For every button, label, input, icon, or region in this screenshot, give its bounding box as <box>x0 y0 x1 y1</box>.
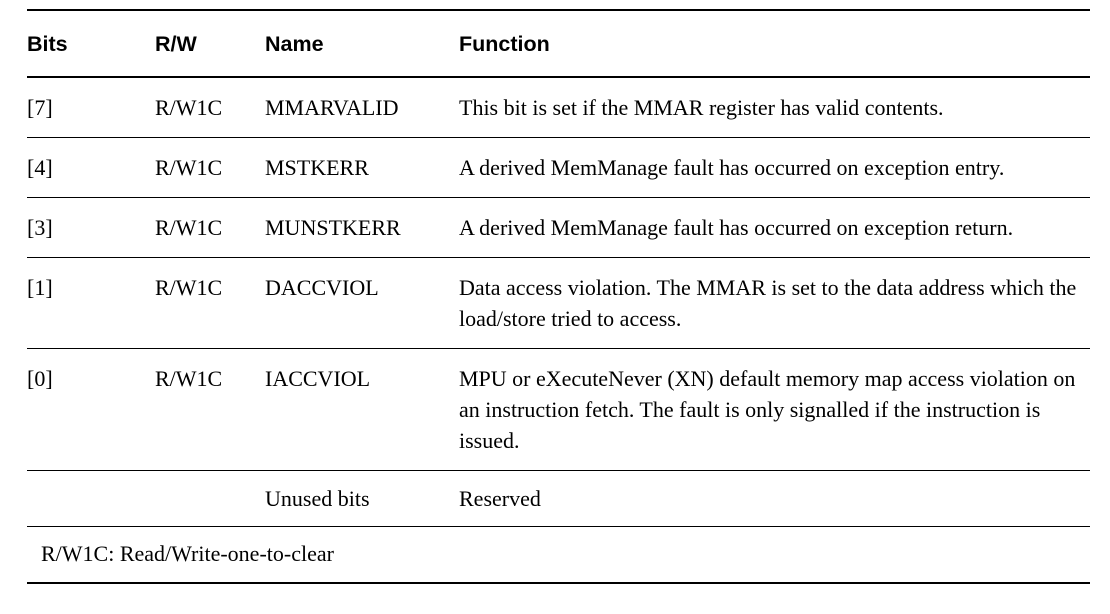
cell-name: IACCVIOL <box>265 366 371 391</box>
cell-function: Data access violation. The MMAR is set t… <box>459 275 1077 331</box>
cell-function: A derived MemManage fault has occurred o… <box>459 155 1005 180</box>
cell-function: A derived MemManage fault has occurred o… <box>459 215 1014 240</box>
cell-bits: [4] <box>27 155 53 180</box>
cell-bits: [0] <box>27 366 53 391</box>
table-row: Unused bits Reserved <box>27 471 1090 527</box>
cell-bits: [7] <box>27 95 53 120</box>
cell-name: MSTKERR <box>265 155 369 180</box>
cell-rw <box>155 471 265 527</box>
table-row: [3] R/W1C MUNSTKERR A derived MemManage … <box>27 198 1090 258</box>
table-header: Bits R/W Name Function <box>27 10 1090 77</box>
cell-bits: [3] <box>27 215 53 240</box>
cell-bits <box>27 471 155 527</box>
cell-rw: R/W1C <box>155 155 223 180</box>
table-row: [1] R/W1C DACCVIOL Data access violation… <box>27 258 1090 349</box>
table-note-row: R/W1C: Read/Write-one-to-clear <box>27 527 1090 583</box>
column-header-function: Function <box>459 32 550 56</box>
column-header-bits: Bits <box>27 32 68 56</box>
cell-function: This bit is set if the MMAR register has… <box>459 95 944 120</box>
table-row: [0] R/W1C IACCVIOL MPU or eXecuteNever (… <box>27 349 1090 471</box>
cell-name: MUNSTKERR <box>265 215 401 240</box>
column-header-name: Name <box>265 32 324 56</box>
cell-function: MPU or eXecuteNever (XN) default memory … <box>459 366 1076 453</box>
cell-rw: R/W1C <box>155 275 223 300</box>
cell-rw: R/W1C <box>155 215 223 240</box>
table-note: R/W1C: Read/Write-one-to-clear <box>41 541 334 566</box>
table-header-row: Bits R/W Name Function <box>27 10 1090 77</box>
register-bit-assignments-table: Bits R/W Name Function [7] R/W1C MMARVAL… <box>27 9 1090 584</box>
column-header-rw: R/W <box>155 32 197 56</box>
cell-function: Reserved <box>459 486 541 511</box>
cell-bits: [1] <box>27 275 53 300</box>
cell-name: DACCVIOL <box>265 275 379 300</box>
table-row: [7] R/W1C MMARVALID This bit is set if t… <box>27 77 1090 138</box>
table-body: [7] R/W1C MMARVALID This bit is set if t… <box>27 77 1090 583</box>
cell-rw: R/W1C <box>155 95 223 120</box>
table-row: [4] R/W1C MSTKERR A derived MemManage fa… <box>27 138 1090 198</box>
cell-name: MMARVALID <box>265 95 399 120</box>
cell-name: Unused bits <box>265 486 370 511</box>
cell-rw: R/W1C <box>155 366 223 391</box>
